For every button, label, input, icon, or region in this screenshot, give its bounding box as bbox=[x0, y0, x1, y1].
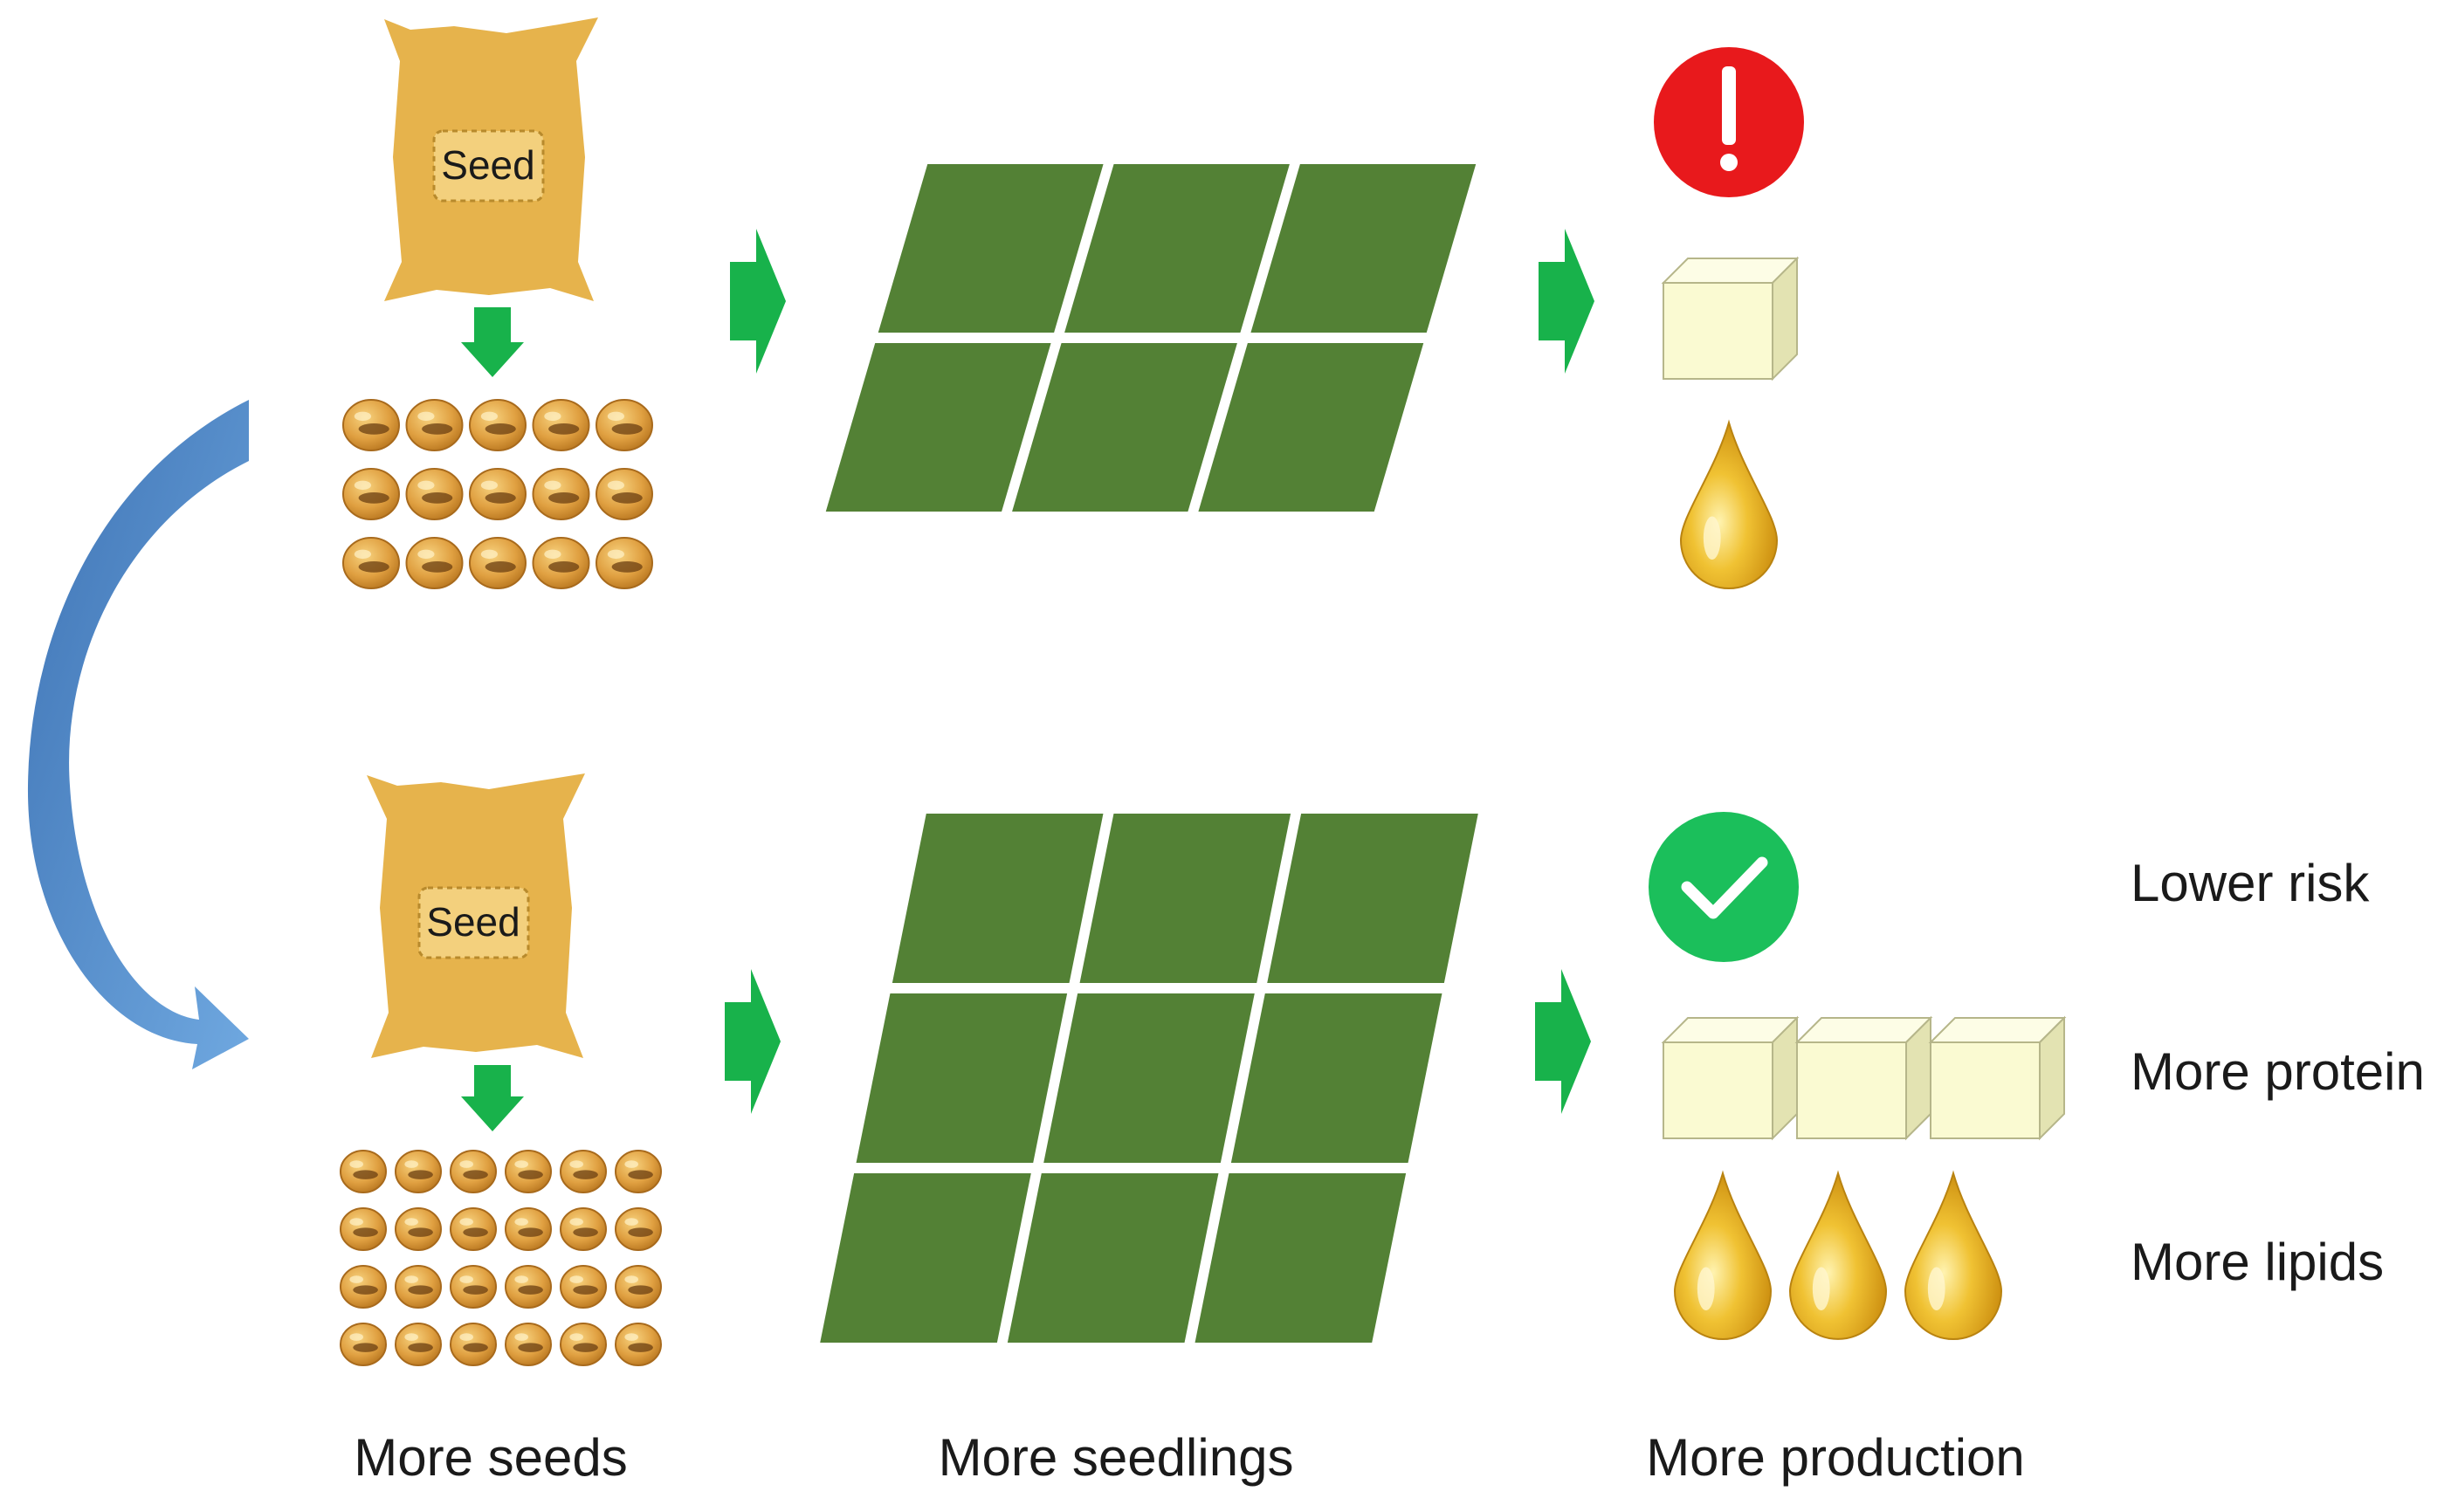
seed-icon bbox=[596, 399, 653, 451]
seed-icon bbox=[450, 1207, 497, 1251]
seed-bag-label: Seed bbox=[426, 899, 520, 945]
oil-drop-icon bbox=[1673, 1170, 1773, 1340]
down-arrow-icon bbox=[461, 307, 524, 377]
curved-arrow-icon bbox=[27, 400, 249, 1069]
seed-icon bbox=[450, 1150, 497, 1193]
seed-icon bbox=[469, 468, 527, 520]
seed-icon bbox=[560, 1323, 607, 1366]
seed-icon bbox=[615, 1265, 662, 1309]
seed-bag-top: Seed bbox=[384, 17, 598, 301]
seed-icon bbox=[532, 468, 590, 520]
seed-icon bbox=[505, 1207, 552, 1251]
right-arrow-icon bbox=[730, 229, 786, 374]
seed-icon bbox=[395, 1150, 442, 1193]
seed-icon bbox=[405, 468, 464, 520]
seedling-field-bottom bbox=[820, 814, 1478, 1343]
field-plot bbox=[878, 164, 1104, 333]
seed-icon bbox=[505, 1323, 552, 1366]
seed-grid-top bbox=[342, 399, 653, 589]
right-arrow-icon bbox=[725, 969, 781, 1114]
oil-drop-group-bottom bbox=[1673, 1170, 2003, 1340]
seed-icon bbox=[615, 1323, 662, 1366]
seed-icon bbox=[340, 1323, 387, 1366]
seed-icon bbox=[505, 1265, 552, 1309]
seed-icon bbox=[469, 399, 527, 451]
protein-block-group-bottom bbox=[1661, 1015, 2067, 1141]
seed-icon bbox=[505, 1150, 552, 1193]
outcome-label-more-protein: More protein bbox=[2131, 1042, 2425, 1101]
field-plot bbox=[1007, 1173, 1219, 1343]
field-plot bbox=[1250, 164, 1477, 333]
seed-bag-label: Seed bbox=[441, 142, 534, 188]
field-plot bbox=[1195, 1173, 1407, 1343]
oil-drop-group-top bbox=[1679, 419, 1779, 589]
right-arrow-icon bbox=[1539, 229, 1594, 374]
seed-icon bbox=[532, 537, 590, 589]
down-arrow-icon bbox=[461, 1065, 524, 1131]
oil-drop-icon bbox=[1904, 1170, 2003, 1340]
seed-icon bbox=[615, 1150, 662, 1193]
oil-drop-icon bbox=[1679, 419, 1779, 589]
field-plot bbox=[1230, 993, 1442, 1163]
seed-icon bbox=[405, 399, 464, 451]
seed-icon bbox=[596, 468, 653, 520]
exclamation-icon bbox=[1654, 47, 1804, 197]
field-plot bbox=[1064, 164, 1290, 333]
field-plot bbox=[1079, 814, 1291, 983]
seed-icon bbox=[615, 1207, 662, 1251]
seed-icon bbox=[532, 399, 590, 451]
outcome-label-more-lipids: More lipids bbox=[2131, 1233, 2384, 1291]
seed-icon bbox=[469, 537, 527, 589]
seed-icon bbox=[395, 1323, 442, 1366]
seed-icon bbox=[560, 1150, 607, 1193]
seed-icon bbox=[395, 1265, 442, 1309]
field-plot bbox=[856, 993, 1068, 1163]
protein-block-icon bbox=[1661, 256, 1800, 381]
field-plot bbox=[1012, 343, 1237, 512]
outcome-label-lower-risk: Lower risk bbox=[2131, 854, 2370, 912]
protein-block-icon bbox=[1661, 1015, 1800, 1141]
seed-icon bbox=[560, 1265, 607, 1309]
seed-icon bbox=[340, 1150, 387, 1193]
seed-icon bbox=[342, 537, 400, 589]
seed-icon bbox=[450, 1265, 497, 1309]
field-plot bbox=[892, 814, 1104, 983]
caption-more-production: More production bbox=[1646, 1428, 2025, 1487]
seedling-field-top bbox=[825, 164, 1477, 512]
seed-icon bbox=[405, 537, 464, 589]
checkmark-icon bbox=[1649, 812, 1799, 962]
caption-more-seedlings: More seedlings bbox=[939, 1428, 1294, 1487]
right-arrow-icon bbox=[1535, 969, 1591, 1114]
seed-bag-bottom: Seed bbox=[367, 773, 585, 1058]
protein-block-icon bbox=[1794, 1015, 1933, 1141]
field-plot bbox=[1267, 814, 1478, 983]
seed-grid-bottom bbox=[340, 1150, 662, 1366]
field-plot bbox=[1043, 993, 1255, 1163]
caption-more-seeds: More seeds bbox=[354, 1428, 627, 1487]
seed-icon bbox=[560, 1207, 607, 1251]
seed-icon bbox=[340, 1265, 387, 1309]
seed-icon bbox=[395, 1207, 442, 1251]
seed-icon bbox=[596, 537, 653, 589]
protein-block-group-top bbox=[1661, 256, 1800, 381]
field-plot bbox=[820, 1173, 1031, 1343]
seed-icon bbox=[342, 468, 400, 520]
seed-icon bbox=[450, 1323, 497, 1366]
oil-drop-icon bbox=[1788, 1170, 1888, 1340]
seed-icon bbox=[342, 399, 400, 451]
field-plot bbox=[1198, 343, 1424, 512]
seed-icon bbox=[340, 1207, 387, 1251]
field-plot bbox=[825, 343, 1051, 512]
protein-block-icon bbox=[1928, 1015, 2067, 1141]
